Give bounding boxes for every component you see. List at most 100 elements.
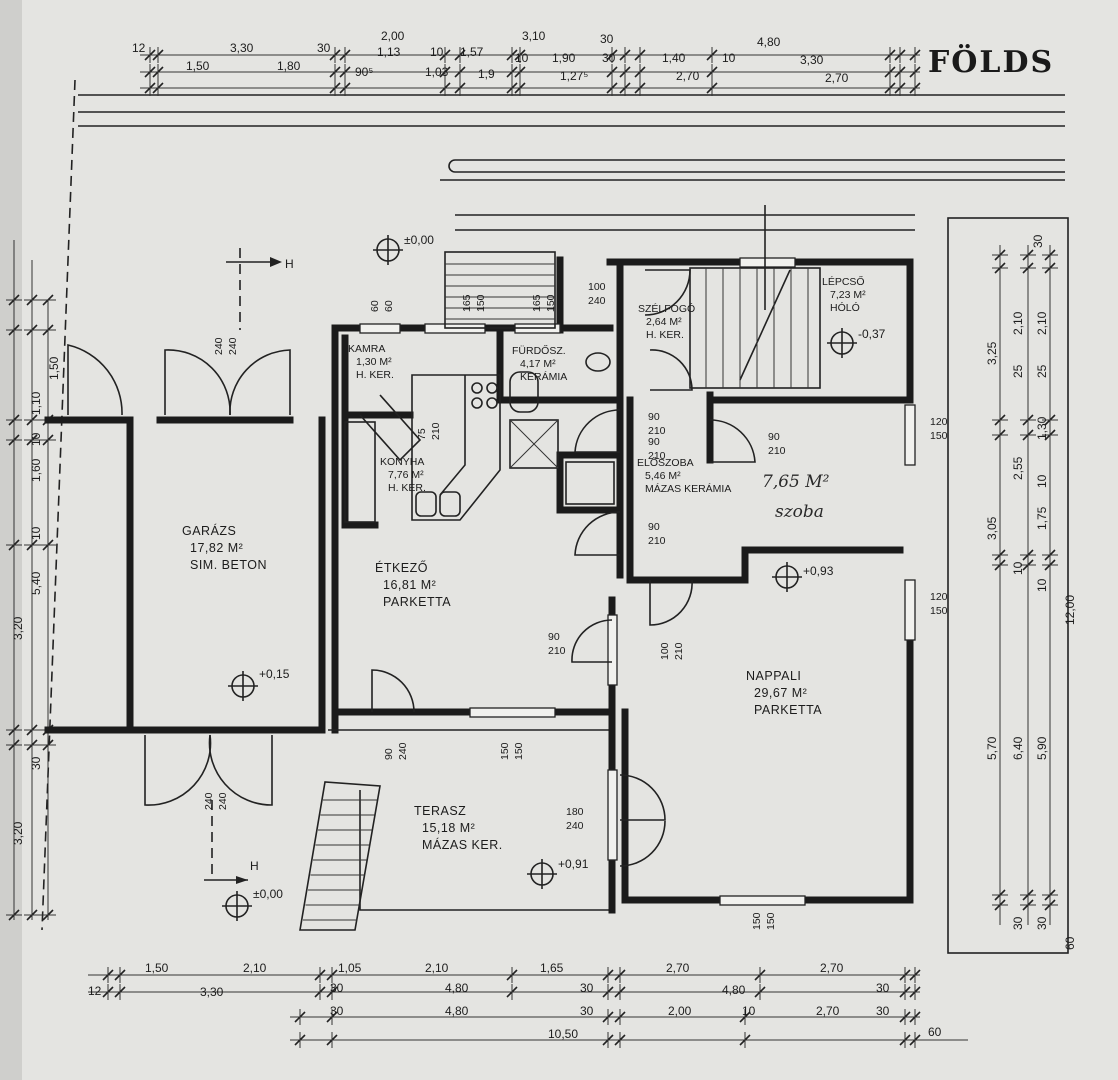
- room-label-furdoszoba-line0: FÜRDŐSZ.: [512, 343, 566, 357]
- dim-right-2-6: 30: [1011, 916, 1025, 930]
- dim-left-6: 5,40: [29, 571, 43, 595]
- dim-top-3-5: 2,70: [676, 69, 700, 83]
- room-label-terasz-line2: MÁZAS KER.: [422, 837, 503, 852]
- opening-size-o7-0: 90: [648, 411, 660, 423]
- room-label-terasz-line0: TERASZ: [414, 804, 466, 818]
- elevation-text: ±0,00: [253, 887, 283, 901]
- handwritten-room-label: szoba: [775, 502, 824, 522]
- opening-size-o11-1: 150: [930, 605, 948, 617]
- dim-bot-2-2: 3,30: [200, 985, 224, 999]
- opening-size-o6-0: 75: [416, 428, 428, 440]
- dim-bot-2-5: 30: [580, 981, 594, 995]
- dim-right-3-8: 12,00: [1063, 595, 1077, 625]
- opening-size-o17-1: 240: [217, 792, 229, 810]
- dim-right-3-9: 5,90: [1035, 736, 1049, 760]
- dim-left-8: 30: [29, 756, 43, 770]
- dim-top-3-2: 1,03: [425, 65, 449, 79]
- opening-size-o12-0: 90: [648, 521, 660, 533]
- elevation-text: +0,93: [803, 564, 834, 578]
- handwritten-area: 7,65 M²: [762, 472, 830, 492]
- section-label: H: [250, 859, 259, 873]
- opening-size-o15-0: 150: [499, 742, 511, 760]
- dim-right-3-4: 1,30: [1035, 416, 1049, 440]
- dim-top-2-6: 10: [515, 51, 529, 65]
- opening-size-o13-0: 100: [659, 642, 671, 660]
- opening-size-o1-0: 240: [213, 337, 225, 355]
- dim-top-1-2: 3,30: [230, 41, 254, 55]
- opening-size-o5-1: 240: [588, 295, 606, 307]
- elevation-marker: ±0,00: [222, 887, 283, 921]
- room-label-szelfogo-line1: 2,64 M²: [646, 316, 682, 328]
- section-mark-bottom: H: [204, 800, 259, 884]
- elevation-text: ±0,00: [404, 233, 434, 247]
- opening-size-o16-1: 240: [566, 820, 584, 832]
- room-label-furdoszoba-line2: KERÁMIA: [520, 370, 567, 383]
- opening-size-o14-1: 240: [397, 742, 409, 760]
- dim-top-1-7: 4,80: [757, 35, 781, 49]
- opening-size-o12-1: 210: [648, 535, 666, 547]
- dim-top-2-8: 30: [602, 51, 616, 65]
- dim-bot-1-7: 2,70: [820, 961, 844, 975]
- elevation-marker: +0,15: [228, 667, 290, 701]
- dim-bot-1-5: 1,65: [540, 961, 564, 975]
- opening-size-o18-0: 150: [751, 912, 763, 930]
- dim-top-2-5: 1,57: [460, 45, 484, 59]
- room-label-eloszoba-line1: 5,46 M²: [645, 470, 681, 482]
- dim-bot-2-6: 4,80: [722, 983, 746, 997]
- dim-right-1-1: 3,25: [985, 341, 999, 365]
- opening-size-o15-1: 150: [513, 742, 525, 760]
- dim-right-3-3: 25: [1035, 364, 1049, 378]
- opening-size-o19-0: 90: [548, 631, 560, 643]
- opening-size-o8-1: 210: [648, 450, 666, 462]
- opening-size-o11-0: 120: [930, 591, 948, 603]
- dim-right-3-7: 10: [1035, 578, 1049, 592]
- dim-bot-3-1: 30: [330, 1004, 344, 1018]
- room-label-nappali-line1: 29,67 M²: [754, 686, 807, 700]
- dim-bot-2-7: 30: [876, 981, 890, 995]
- opening-size-o2-0: 60: [369, 300, 381, 312]
- dim-right-3-2: 2,10: [1035, 311, 1049, 335]
- dim-bot-3-6: 2,70: [816, 1004, 840, 1018]
- room-label-kamra-line2: H. KER.: [356, 369, 394, 381]
- room-label-eloszoba-line2: MÁZAS KERÁMIA: [645, 482, 731, 495]
- elevation-marker: +0,93: [772, 562, 834, 592]
- dim-left-7: 3,20: [11, 616, 25, 640]
- room-label-szelfogo-line2: H. KER.: [646, 329, 684, 341]
- dim-top-3-6: 2,70: [825, 71, 849, 85]
- dim-bot-3-3: 30: [580, 1004, 594, 1018]
- room-label-garazs-line0: GARÁZS: [182, 523, 236, 538]
- dim-bot-1-3: 1,05: [338, 961, 362, 975]
- room-label-konyha-line2: H. KER.: [388, 482, 426, 494]
- dim-top-1-1: 12: [132, 41, 146, 55]
- room-label-nappali-line2: PARKETTA: [754, 703, 822, 717]
- opening-size-o4-0: 165: [531, 294, 543, 312]
- opening-size-o10-0: 90: [768, 431, 780, 443]
- dim-left-1: 1,50: [47, 356, 61, 380]
- left-dimension-chain: 1,50 1,10 10 1,60 10 5,40 3,20 30 3,20: [6, 79, 76, 931]
- section-label: H: [285, 257, 294, 271]
- room-label-eloszoba-line0: ELŐSZOBA: [637, 455, 694, 469]
- dim-top-2-3: 1,13: [377, 45, 401, 59]
- right-dimension-chains: 3,25 3,05 5,70 2,10 25 2,55 10 6,40 30 3…: [947, 217, 1077, 954]
- dim-bot-3-7: 30: [876, 1004, 890, 1018]
- dim-left-2: 1,10: [29, 391, 43, 415]
- dim-right-3-11: 60: [1063, 936, 1077, 950]
- stairs: [299, 205, 821, 931]
- opening-size-o1-1: 240: [227, 337, 239, 355]
- room-label-lepcso-line1: 7,23 M²: [830, 289, 866, 301]
- opening-size-o10-1: 210: [768, 445, 786, 457]
- dim-top-2-4: 10: [430, 45, 444, 59]
- opening-size-o16-0: 180: [566, 806, 584, 818]
- dim-bot-3-5: 10: [742, 1004, 756, 1018]
- dim-right-3-6: 1,75: [1035, 506, 1049, 530]
- room-label-lepcso-line2: HÓLÓ: [830, 301, 860, 314]
- room-label-etkezo-line1: 16,81 M²: [383, 578, 436, 592]
- dim-bot-1-6: 2,70: [666, 961, 690, 975]
- dim-top-2-7: 1,90: [552, 51, 576, 65]
- dim-bot-1-4: 2,10: [425, 961, 449, 975]
- dim-bot-2-3: 30: [330, 981, 344, 995]
- opening-size-o8-0: 90: [648, 436, 660, 448]
